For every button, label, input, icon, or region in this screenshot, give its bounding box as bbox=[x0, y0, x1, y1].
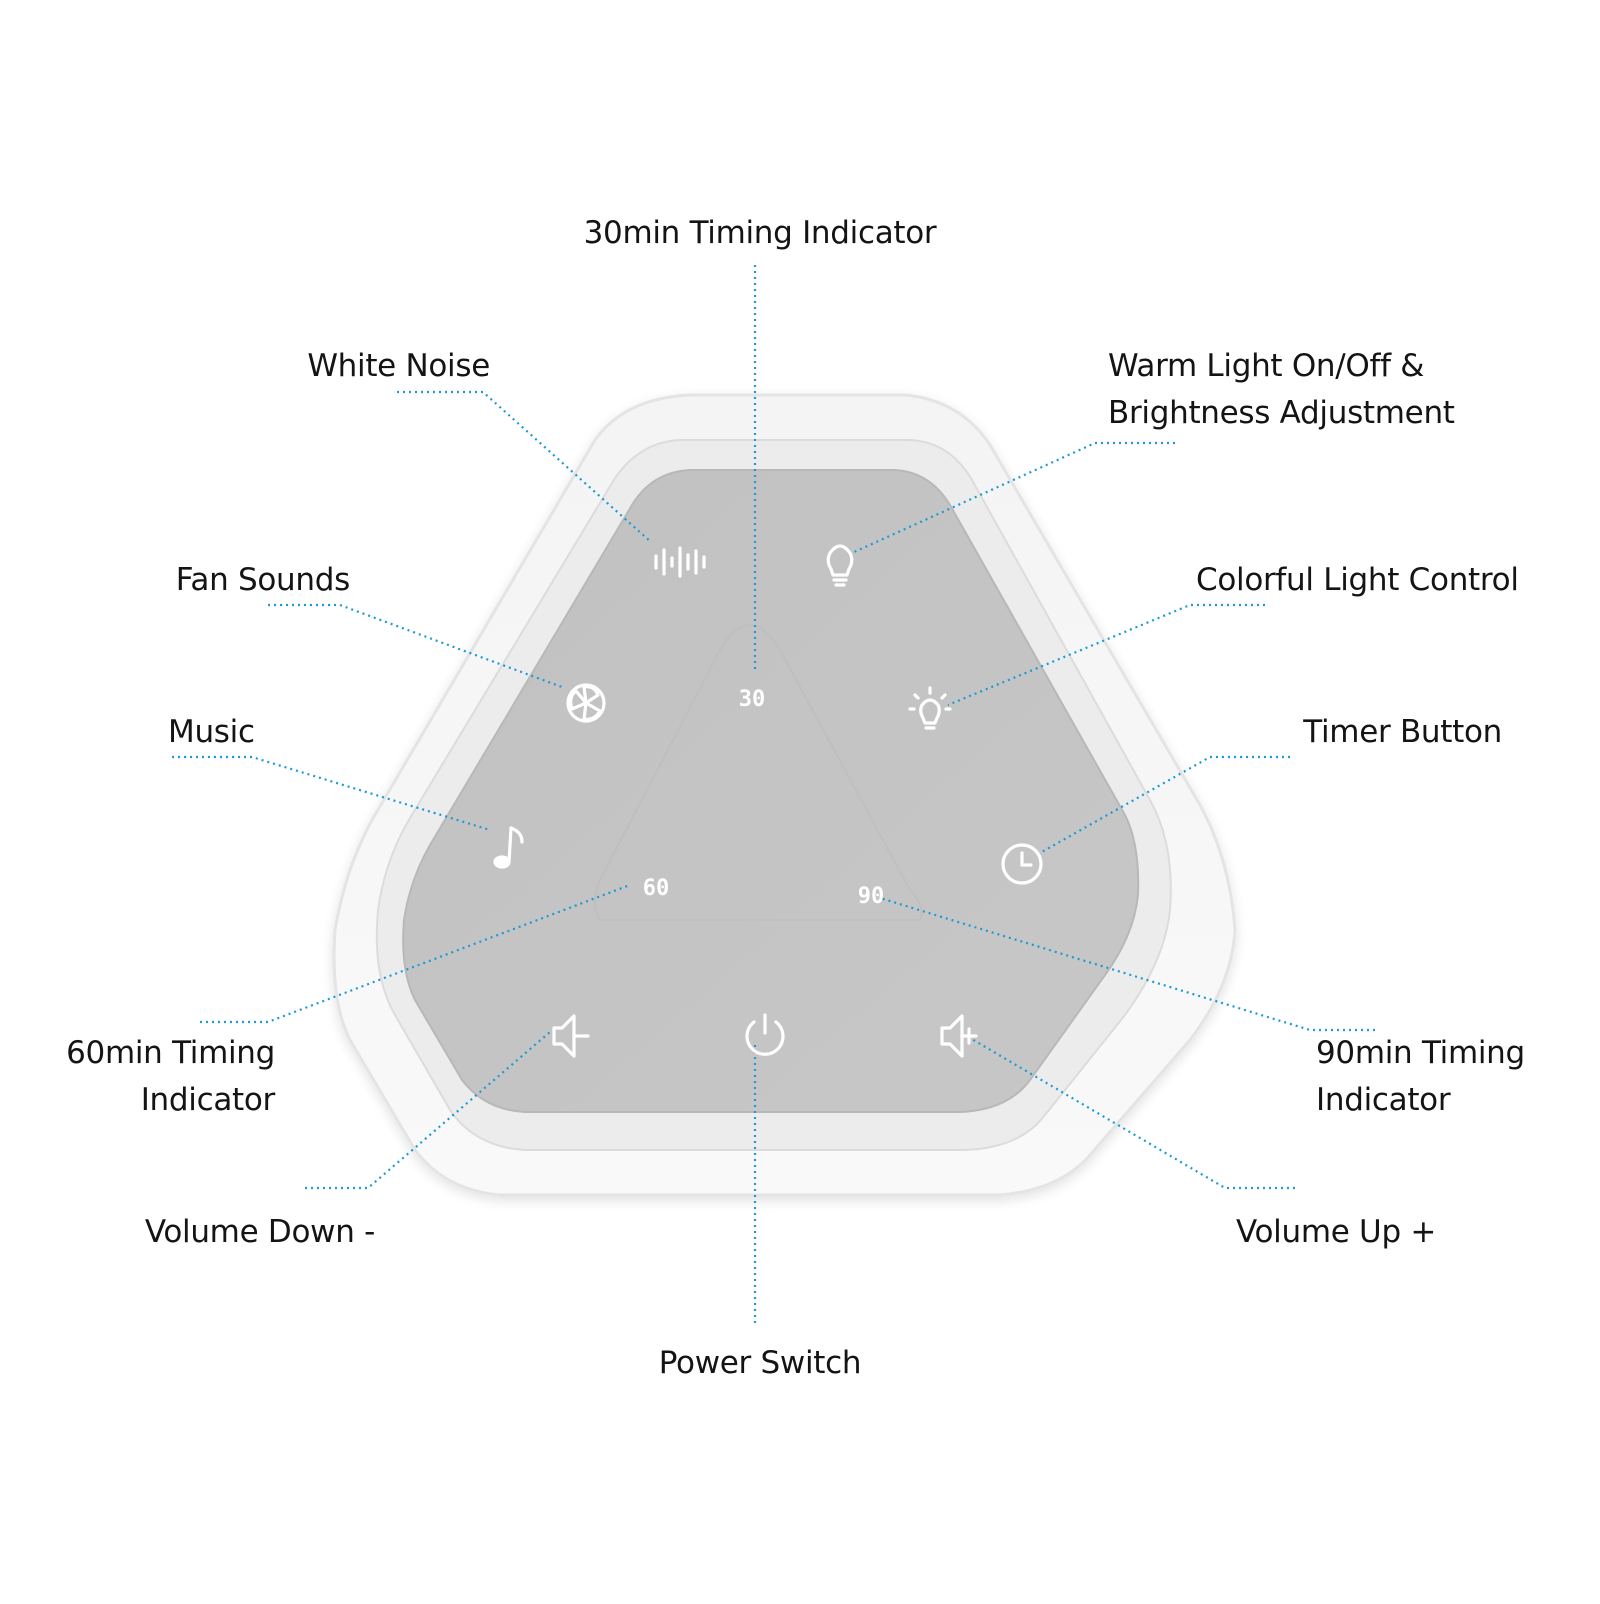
label-60min-timing-indicator: 60min Timing Indicator bbox=[40, 1030, 275, 1124]
clock-icon[interactable] bbox=[1001, 843, 1043, 885]
label-white-noise-text: White Noise bbox=[307, 348, 490, 384]
label-colorful-light: Colorful Light Control bbox=[1196, 557, 1519, 604]
control-panel bbox=[402, 469, 1140, 1113]
label-90min-timing-indicator: 90min Timing Indicator bbox=[1316, 1030, 1525, 1124]
leader-60min bbox=[200, 883, 631, 1024]
label-volume-up: Volume Up + bbox=[1236, 1209, 1436, 1256]
lightbulb-icon[interactable] bbox=[826, 544, 854, 587]
label-timer-button-text: Timer Button bbox=[1303, 714, 1502, 750]
label-60min-line2: Indicator bbox=[140, 1082, 276, 1118]
label-white-noise: White Noise bbox=[240, 343, 490, 390]
label-warm-light-line2: Brightness Adjustment bbox=[1108, 395, 1455, 431]
label-fan-sounds-text: Fan Sounds bbox=[175, 562, 351, 598]
label-warm-light: Warm Light On/Off & Brightness Adjustmen… bbox=[1108, 343, 1455, 437]
power-icon[interactable] bbox=[745, 1013, 785, 1056]
label-fan-sounds: Fan Sounds bbox=[110, 557, 351, 604]
panel-inner-contour bbox=[594, 624, 923, 921]
label-music-text: Music bbox=[168, 714, 255, 750]
label-volume-up-text: Volume Up + bbox=[1236, 1214, 1437, 1250]
timing-indicator-60: 60 bbox=[643, 876, 670, 901]
timing-indicator-30: 30 bbox=[739, 687, 766, 712]
label-warm-light-line1: Warm Light On/Off & bbox=[1108, 348, 1425, 384]
waveform-icon[interactable] bbox=[654, 546, 706, 578]
label-60min-line1: 60min Timing bbox=[66, 1035, 275, 1071]
leader-lines bbox=[172, 265, 1375, 1325]
glowing-bulb-icon[interactable] bbox=[908, 686, 952, 730]
timing-indicator-90: 90 bbox=[858, 884, 885, 909]
leader-volume-down bbox=[305, 1031, 551, 1190]
leader-volume-up bbox=[964, 1034, 1295, 1190]
label-music: Music bbox=[168, 709, 255, 756]
label-volume-down-text: Volume Down - bbox=[144, 1214, 375, 1250]
label-power-switch: Power Switch bbox=[600, 1340, 920, 1387]
speaker-minus-icon[interactable] bbox=[552, 1014, 590, 1058]
leader-warm-light bbox=[851, 441, 1175, 555]
leader-colorful-light bbox=[947, 603, 1265, 707]
fan-icon[interactable] bbox=[566, 683, 606, 723]
label-timer-button: Timer Button bbox=[1240, 709, 1502, 756]
label-30min-timing-indicator: 30min Timing Indicator bbox=[570, 210, 950, 257]
label-power-switch-text: Power Switch bbox=[658, 1345, 862, 1381]
leader-timer bbox=[1039, 755, 1290, 854]
music-note-icon[interactable] bbox=[493, 826, 524, 869]
label-colorful-light-text: Colorful Light Control bbox=[1196, 562, 1519, 598]
speaker-plus-icon[interactable] bbox=[940, 1014, 978, 1058]
label-90min-line1: 90min Timing bbox=[1316, 1035, 1525, 1071]
leader-music bbox=[172, 755, 491, 832]
label-30min-text: 30min Timing Indicator bbox=[583, 215, 937, 251]
label-90min-line2: Indicator bbox=[1316, 1082, 1451, 1118]
label-volume-down: Volume Down - bbox=[80, 1209, 375, 1256]
leader-fan-sounds bbox=[268, 603, 563, 689]
leader-white-noise bbox=[397, 390, 652, 543]
